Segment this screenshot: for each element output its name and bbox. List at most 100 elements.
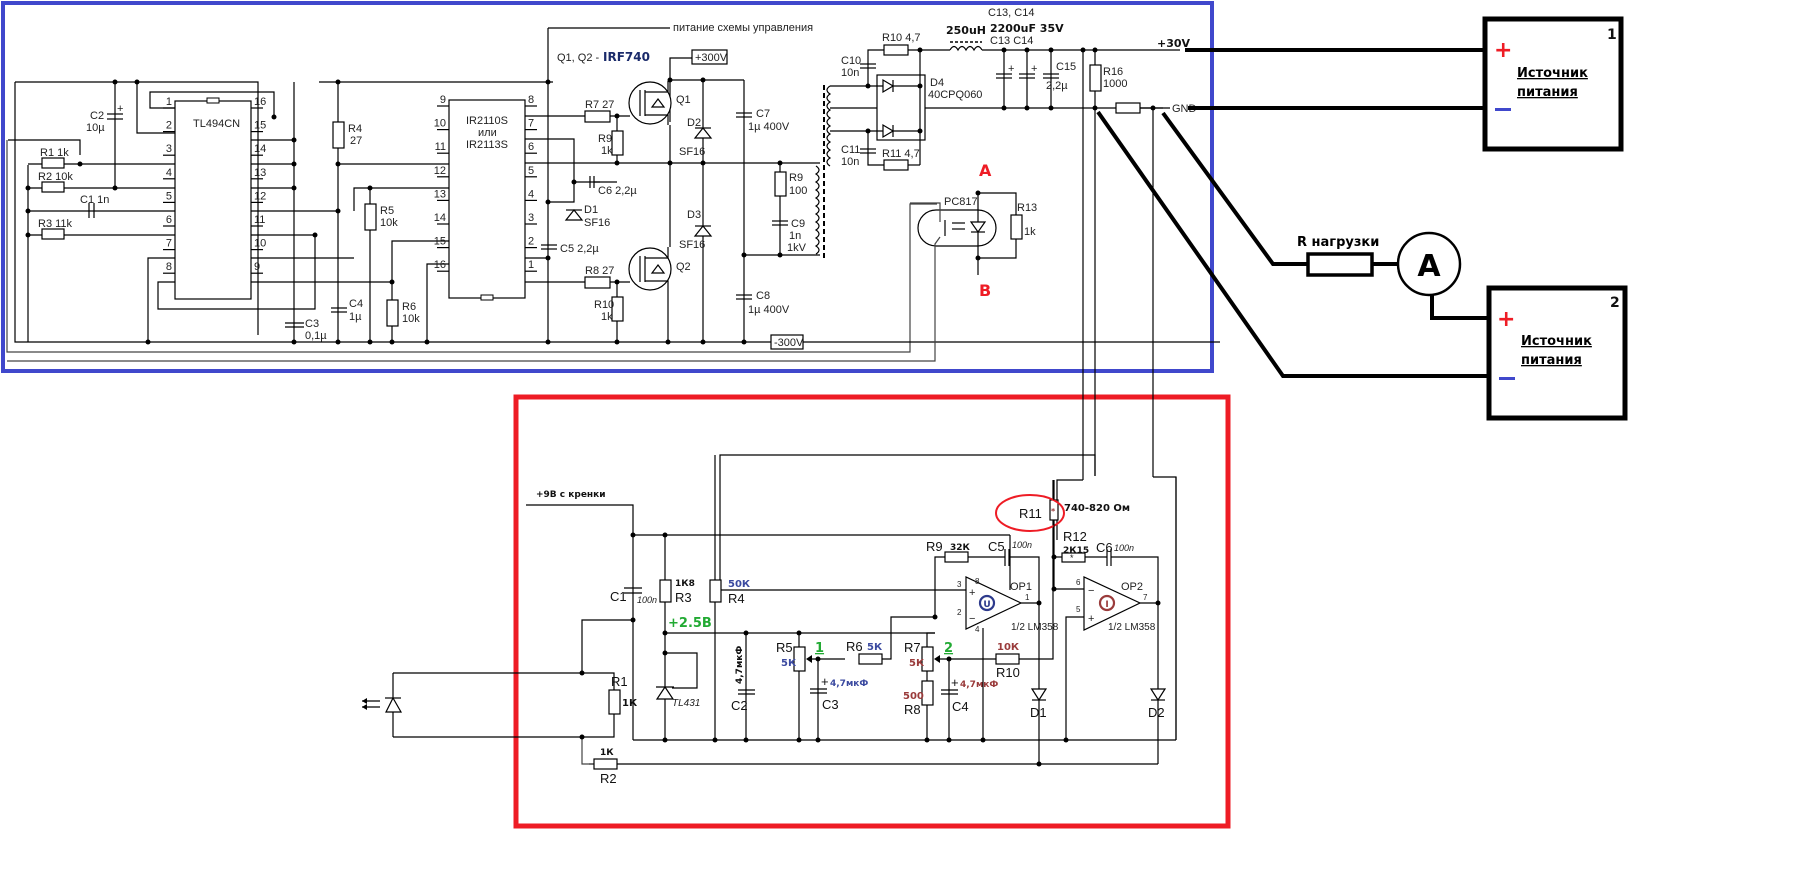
control-board: +9В с кренки C1 100n 1К8 R3 +2.5В TL431 … — [362, 454, 1177, 786]
label-node-2: 2 — [944, 641, 953, 656]
ir2110-pin-1: 1 — [528, 259, 534, 271]
label-d3: D3 — [687, 209, 701, 221]
source-1-minus — [1495, 108, 1511, 111]
label-cb-c4-value: 4,7мкФ — [960, 680, 998, 690]
label-tl431: TL431 — [672, 698, 700, 709]
svg-text:+: + — [117, 103, 123, 115]
ir2110-pin-3: 3 — [528, 212, 534, 224]
label-node-1: 1 — [815, 641, 824, 656]
label-cb-c2-value: 4,7мкФ — [735, 646, 745, 684]
label-d4-value: 40CPQ060 — [928, 89, 982, 101]
label-c1-1n: C1 1n — [80, 194, 109, 206]
ir2110-pin-8: 8 — [528, 94, 534, 106]
tl494-pin-1: 1 — [166, 96, 172, 108]
ir2110-pin-5: 5 — [528, 165, 534, 177]
optocoupler-pc817 — [917, 209, 997, 247]
op2-pin-5: 5 — [1076, 605, 1081, 614]
label-cb-c4: C4 — [952, 699, 969, 714]
label-r6: R6 — [402, 301, 416, 313]
label-cb-r10-value: 10К — [997, 642, 1020, 653]
source-2-title: Источник — [1521, 334, 1592, 349]
ir2110-pin-7: 7 — [528, 118, 534, 130]
ir2110-pin-16: 16 — [434, 259, 446, 271]
label-cb-r12: R12 — [1063, 529, 1087, 544]
transformer-primary — [814, 165, 820, 255]
svg-text:+: + — [969, 587, 975, 599]
label-point-a: A — [979, 161, 992, 180]
label-cb-r9: R9 — [926, 539, 943, 554]
label-r13-value: 1k — [1024, 226, 1036, 238]
label-d1: D1 — [584, 204, 598, 216]
label-cb-r7: R7 — [904, 640, 921, 655]
tl494-pin-2: 2 — [166, 120, 172, 132]
tl494-pin-11: 11 — [254, 214, 265, 226]
label-load-resistor: R нагрузки — [1297, 235, 1379, 250]
source-1-title: Источник — [1517, 66, 1588, 81]
label-l1-250uh: 250uH — [946, 24, 986, 37]
svg-text:−: − — [969, 613, 975, 625]
label-cb-r3-value: 1К8 — [675, 579, 695, 589]
label-cb-c5: C5 — [988, 539, 1005, 554]
ir2110-pin-4: 4 — [528, 188, 534, 200]
label-op1-part: 1/2 LM358 — [1011, 622, 1059, 633]
tl494-pin-14: 14 — [254, 143, 266, 155]
ammeter-label: A — [1417, 249, 1441, 284]
label-c7: C7 — [756, 108, 770, 120]
label-r3-11k: R3 11k — [38, 218, 73, 230]
label-c11: C11 — [841, 144, 860, 156]
mosfet-q1 — [628, 81, 672, 125]
label-c10-value: 10n — [841, 67, 859, 79]
ir2110-pin-9: 9 — [440, 94, 446, 106]
label-c8: C8 — [756, 290, 770, 302]
tl494-pin-9: 9 — [254, 261, 260, 273]
ir2110-pin-6: 6 — [528, 141, 534, 153]
label-control-supply: питание схемы управления — [673, 22, 813, 34]
label-r9-snubber: R9 — [789, 172, 803, 184]
tl494-pin-12: 12 — [254, 190, 266, 202]
label-plus-30v: +30V — [1157, 37, 1191, 50]
label-op1-mode: U — [983, 600, 990, 610]
label-d2: D2 — [687, 117, 701, 129]
op1-pin-3: 3 — [957, 580, 962, 589]
ic-ir2110 — [448, 99, 526, 299]
label-cb-r5: R5 — [776, 640, 793, 655]
op2-pin-6: 6 — [1076, 578, 1081, 587]
ir2110-pin-2: 2 — [528, 236, 534, 248]
ic-tl494 — [174, 100, 252, 300]
label-cb-r11: R11 — [1019, 506, 1042, 521]
power-source-1 — [1482, 16, 1624, 152]
label-c4-plus: + — [951, 675, 959, 690]
label-d2-value: SF16 — [679, 146, 705, 158]
tl494-pin-6: 6 — [166, 214, 172, 226]
label-cb-r10: R10 — [996, 665, 1020, 680]
label-cb-c1: C1 — [610, 589, 627, 604]
tl494-label: TL494CN — [193, 118, 240, 130]
ir2110-label: IR2110S — [466, 115, 508, 127]
svg-text:*: * — [1070, 553, 1074, 563]
label-d3-value: SF16 — [679, 239, 705, 251]
label-c15-value: 2,2µ — [1046, 80, 1068, 92]
label-cb-r8: R8 — [904, 702, 921, 717]
label-cb-c2: C2 — [731, 698, 748, 713]
label-c5: C5 2,2µ — [560, 243, 599, 255]
op2-pin-7: 7 — [1143, 593, 1148, 602]
label-cb-c3-value: 4,7мкФ — [830, 679, 868, 689]
label-r16: R16 — [1103, 66, 1123, 78]
label-c3-plus: + — [821, 674, 829, 689]
label-cb-c3: C3 — [822, 697, 839, 712]
label-cb-r4: R4 — [728, 591, 745, 606]
label-r6-value: 10k — [402, 313, 420, 325]
label-cb-c6: C6 — [1096, 540, 1113, 555]
op1-pin-8: 8 — [975, 577, 980, 586]
label-r9-snubber-value: 100 — [789, 185, 807, 197]
label-c9: C9 — [791, 218, 805, 230]
ir2110-pin-12: 12 — [434, 165, 446, 177]
label-c13-c14: C13 C14 — [990, 35, 1033, 47]
label-r16-value: 1000 — [1103, 78, 1127, 90]
tl494-pin-7: 7 — [166, 238, 172, 250]
label-c13-c14-top: C13, C14 — [988, 7, 1034, 19]
label-q-prefix: Q1, Q2 - — [557, 52, 600, 64]
